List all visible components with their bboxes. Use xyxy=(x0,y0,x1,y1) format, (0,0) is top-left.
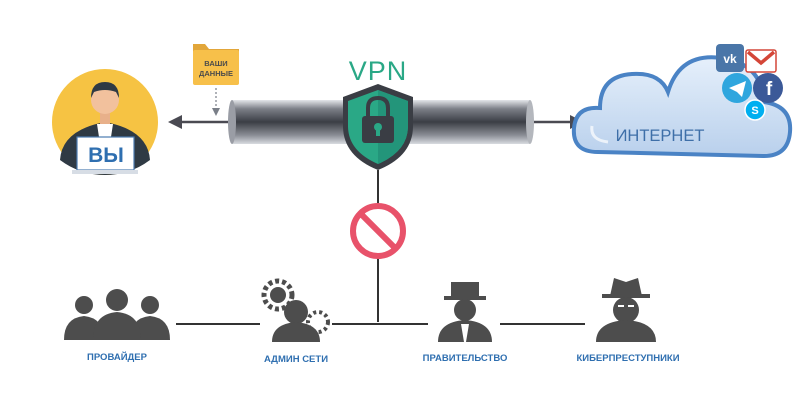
vpn-title: VPN xyxy=(349,56,408,86)
skype-icon xyxy=(744,99,766,121)
observer-label-government: ПРАВИТЕЛЬСТВО xyxy=(423,353,508,364)
vk-label: vk xyxy=(723,52,737,66)
government-hat-icon xyxy=(438,282,492,342)
folder-icon xyxy=(193,44,239,116)
observer-label-provider: ПРОВАЙДЕР xyxy=(87,351,148,363)
user-label: ВЫ xyxy=(88,144,124,167)
skype-label: S xyxy=(751,105,758,117)
facebook-label: f xyxy=(766,79,773,100)
internet-label: ИНТЕРНЕТ xyxy=(616,127,705,145)
connector-lines xyxy=(176,170,585,325)
shield-lock-icon xyxy=(343,84,413,170)
group-icon xyxy=(64,289,170,340)
observer-label-hackers: КИБЕРПРЕСТУПНИКИ xyxy=(576,353,679,364)
user-at-laptop-icon xyxy=(52,69,158,175)
telegram-icon xyxy=(722,73,752,103)
folder-label-line2: ДАННЫЕ xyxy=(199,69,233,78)
prohibited-icon xyxy=(350,203,406,259)
admin-gears-icon xyxy=(261,278,330,342)
gmail-icon xyxy=(745,49,777,73)
hacker-icon xyxy=(596,278,656,342)
observer-label-admin: АДМИН СЕТИ xyxy=(264,354,328,365)
arrow-left xyxy=(168,115,232,129)
vk-icon xyxy=(716,44,744,72)
facebook-icon xyxy=(753,73,783,103)
folder-label-line1: ВАШИ xyxy=(204,59,227,68)
